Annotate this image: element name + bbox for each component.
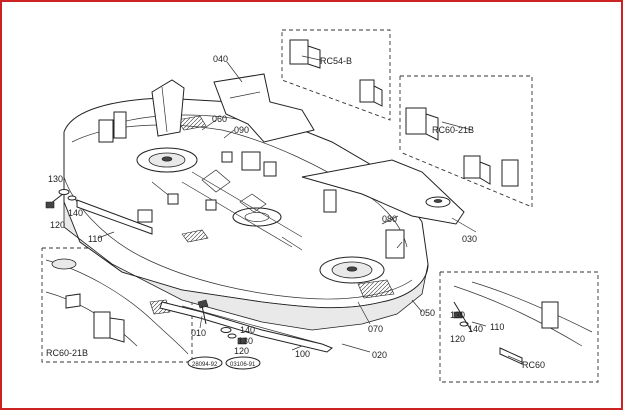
part-040-shield (213, 73, 315, 143)
label-part-120-center: 120 (234, 346, 249, 356)
label-part-080: 080 (382, 214, 397, 224)
rc54b-brackets (289, 39, 383, 107)
label-part-050: 050 (420, 308, 435, 318)
label-inset-140: 140 (468, 324, 483, 334)
label-inset-130: 130 (450, 310, 465, 320)
label-part-060: 060 (212, 114, 227, 124)
right-spindle-housing (319, 256, 395, 299)
deck-brackets (98, 111, 405, 259)
kit-box-rc60-21b-top (399, 75, 533, 208)
kit-box-rc60 (439, 271, 599, 383)
label-part-120-left: 120 (50, 220, 65, 230)
label-part-130-left: 130 (48, 174, 63, 184)
label-part-140-center: 140 (240, 325, 255, 335)
label-part-030: 030 (462, 234, 477, 244)
label-inset-120: 120 (450, 334, 465, 344)
label-kit-rc60: RC60 (522, 360, 545, 370)
label-part-140-left: 140 (68, 208, 83, 218)
label-part-040: 040 (213, 54, 228, 64)
label-part-010: 010 (191, 328, 206, 338)
left-bolt-stack (45, 189, 153, 235)
label-part-110: 110 (88, 234, 102, 244)
stamp-left: 28094-92 (192, 362, 218, 368)
label-part-020: 020 (372, 350, 387, 360)
stamp-right: 03106-91 (230, 362, 256, 368)
left-spindle-housing (136, 147, 198, 173)
part-stamps (187, 356, 261, 370)
label-kit-rc60-21b-bottom: RC60-21B (46, 348, 88, 358)
label-part-130-center: 130 (238, 336, 253, 346)
leader-lines (97, 55, 523, 363)
label-kit-rc54b: RC54-B (320, 56, 352, 66)
part-030-shield (301, 159, 465, 225)
inset-rc60-21b-drawing (45, 258, 189, 355)
chute-arm (151, 79, 185, 137)
label-part-070: 070 (368, 324, 383, 334)
deck-ribs (151, 115, 303, 251)
center-bolt-stack (197, 299, 247, 345)
label-part-100: 100 (295, 349, 310, 359)
kit-box-rc54b (281, 29, 391, 121)
center-pulley (181, 171, 303, 248)
label-inset-110: 110 (490, 322, 504, 332)
rc60-21b-top-brackets (405, 107, 519, 187)
label-part-090: 090 (234, 125, 249, 135)
label-kit-rc60-21b-top: RC60-21B (432, 125, 474, 135)
part-100-baffle (159, 301, 333, 353)
